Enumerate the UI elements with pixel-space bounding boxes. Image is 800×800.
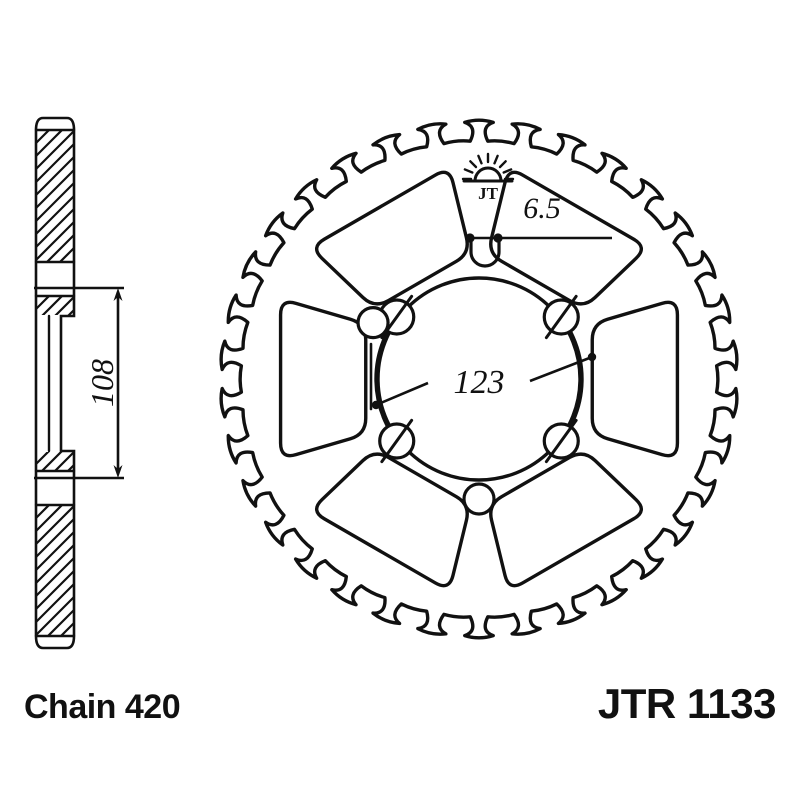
hatch-band [36,452,74,470]
leader-line-left [375,381,429,407]
bolt-hole-slash [380,418,414,464]
hatch-line [36,506,74,545]
logo-ray [477,154,483,165]
hatch-line [36,131,63,157]
side-view-body [34,116,76,650]
leader-dot-left [371,400,381,410]
small-hole-upper-left [356,306,390,340]
hatch-line [36,452,50,465]
hatch-line [36,506,63,532]
jt-monogram-text: JT [478,184,499,203]
hatch-line [36,79,74,117]
chain-label: Chain 420 [24,688,180,726]
lightening-window [315,452,469,588]
hatch-line [36,143,74,183]
hatch-line [36,182,74,222]
dimension-6-5-text: 6.5 [523,192,561,225]
hatch-band [36,506,74,687]
bolt-hole-slash [544,418,578,464]
lightening-window [315,170,469,306]
hatch-line [36,53,74,91]
hatch-line [59,247,74,261]
center-bore [376,276,582,482]
part-number-label: JTR 1133 [598,680,776,727]
logo-ray [498,160,507,169]
leader-dot-right [587,352,597,362]
hatch-line [54,297,74,315]
hatch-band [36,297,74,315]
hatch-line [47,609,74,635]
arrowhead-bottom [113,465,123,478]
hatch-line [36,506,50,519]
logo-ray [502,168,513,174]
dimension-108-text: 108 [84,359,120,407]
logo-sun-dome [473,166,503,183]
hatch-line [41,297,63,315]
logo-ray [463,168,474,174]
sprocket-front-view [219,118,739,640]
side-section-view [34,53,76,687]
hatch-line [36,208,74,248]
logo-ray [469,160,478,169]
hatch-line [36,297,50,310]
hatch-line [36,221,74,261]
jt-sunrise-logo [461,152,515,183]
hatch-line [36,531,74,571]
arrowhead-top [113,288,123,301]
hatch-line [36,583,74,623]
hatch-line [60,622,74,635]
hatch-band [36,53,74,261]
chain-width-detail [469,236,501,268]
hatch-line [36,195,74,235]
hatch-line [36,557,74,597]
hatch-line [36,596,74,635]
dimension-123-text: 123 [454,364,505,401]
hatch-line [36,169,74,209]
hatch-line [36,649,74,687]
hatch-line [41,452,63,470]
hatch-line [36,544,74,584]
hatch-line [36,156,74,196]
hatch-line [36,131,74,170]
dimension-123 [369,342,597,411]
leader-line-right [529,355,593,383]
hatch-line [46,234,74,261]
dimension-6-5 [465,233,612,268]
hatch-line [36,131,50,144]
hatch-line [54,452,74,470]
bolt-hole-slash [544,294,578,340]
small-hole-bottom [462,482,496,516]
hatch-line [36,66,74,104]
lightening-window [590,300,680,458]
hatch-line [36,570,74,610]
lightening-window [278,300,368,458]
hatch-line [36,518,74,558]
logo-ray [493,154,499,165]
lightening-window [489,452,643,588]
dimension-108 [34,286,124,480]
